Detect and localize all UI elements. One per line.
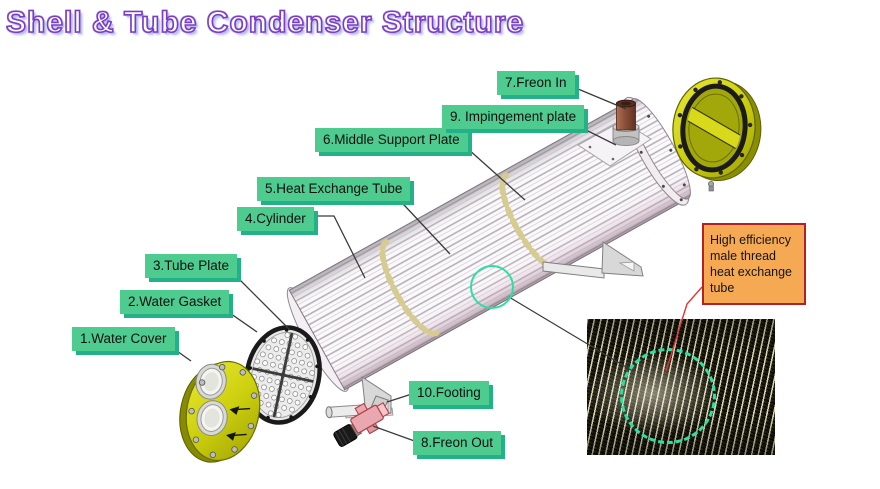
page-title: Shell & Tube Condenser Structure [5,5,525,40]
flange-bolts [626,101,686,202]
label-freon-in: 7.Freon In [497,71,575,95]
label-freon-out: 8.Freon Out [413,431,502,455]
callout-high-efficiency-tube: High efficiency male thread heat exchang… [702,223,806,305]
label-tube-plate: 3.Tube Plate [145,254,238,278]
label-heat-exchange-tube: 5.Heat Exchange Tube [257,177,411,201]
water-port-upper [195,363,227,400]
label-footing: 10.Footing [409,381,489,405]
label-impingement-plate: 9. Impingement plate [442,105,585,129]
end-cover-bolts [677,80,753,175]
label-middle-support-plate: 6.Middle Support Plate [315,128,468,152]
flow-arrow-icon [226,406,251,441]
water-cover [179,360,261,463]
middle-support-plate-2 [499,172,560,270]
middle-support-plate-1 [379,239,440,337]
photo-highlight-circle [620,348,716,444]
thread-tube-photo [587,319,775,455]
shell-highlight-circle [470,265,514,309]
label-water-cover: 1.Water Cover [72,327,175,351]
left-flange [286,287,349,392]
tube-holes [251,332,315,418]
right-flange [622,96,690,206]
impingement-plate [577,120,652,167]
dropped-bolt [708,180,715,192]
end-cover [672,77,762,182]
water-gasket-ring [244,325,322,425]
end-cover-gasket [680,83,748,173]
tube-plate [244,325,322,425]
cover-brace-bar [683,100,745,156]
right-cap [629,98,691,200]
valve-knob [333,422,363,447]
footing-left [344,376,394,419]
label-water-gasket: 2.Water Gasket [120,290,230,314]
footing-right [542,241,644,279]
label-cylinder: 4.Cylinder [237,207,314,231]
water-port-lower [196,400,228,436]
freon-out-valve [325,395,390,447]
tube-plate-bolts [248,328,319,420]
valve-body [350,402,390,435]
water-cover-bolts [188,363,258,459]
freon-in-pipe [612,99,640,146]
